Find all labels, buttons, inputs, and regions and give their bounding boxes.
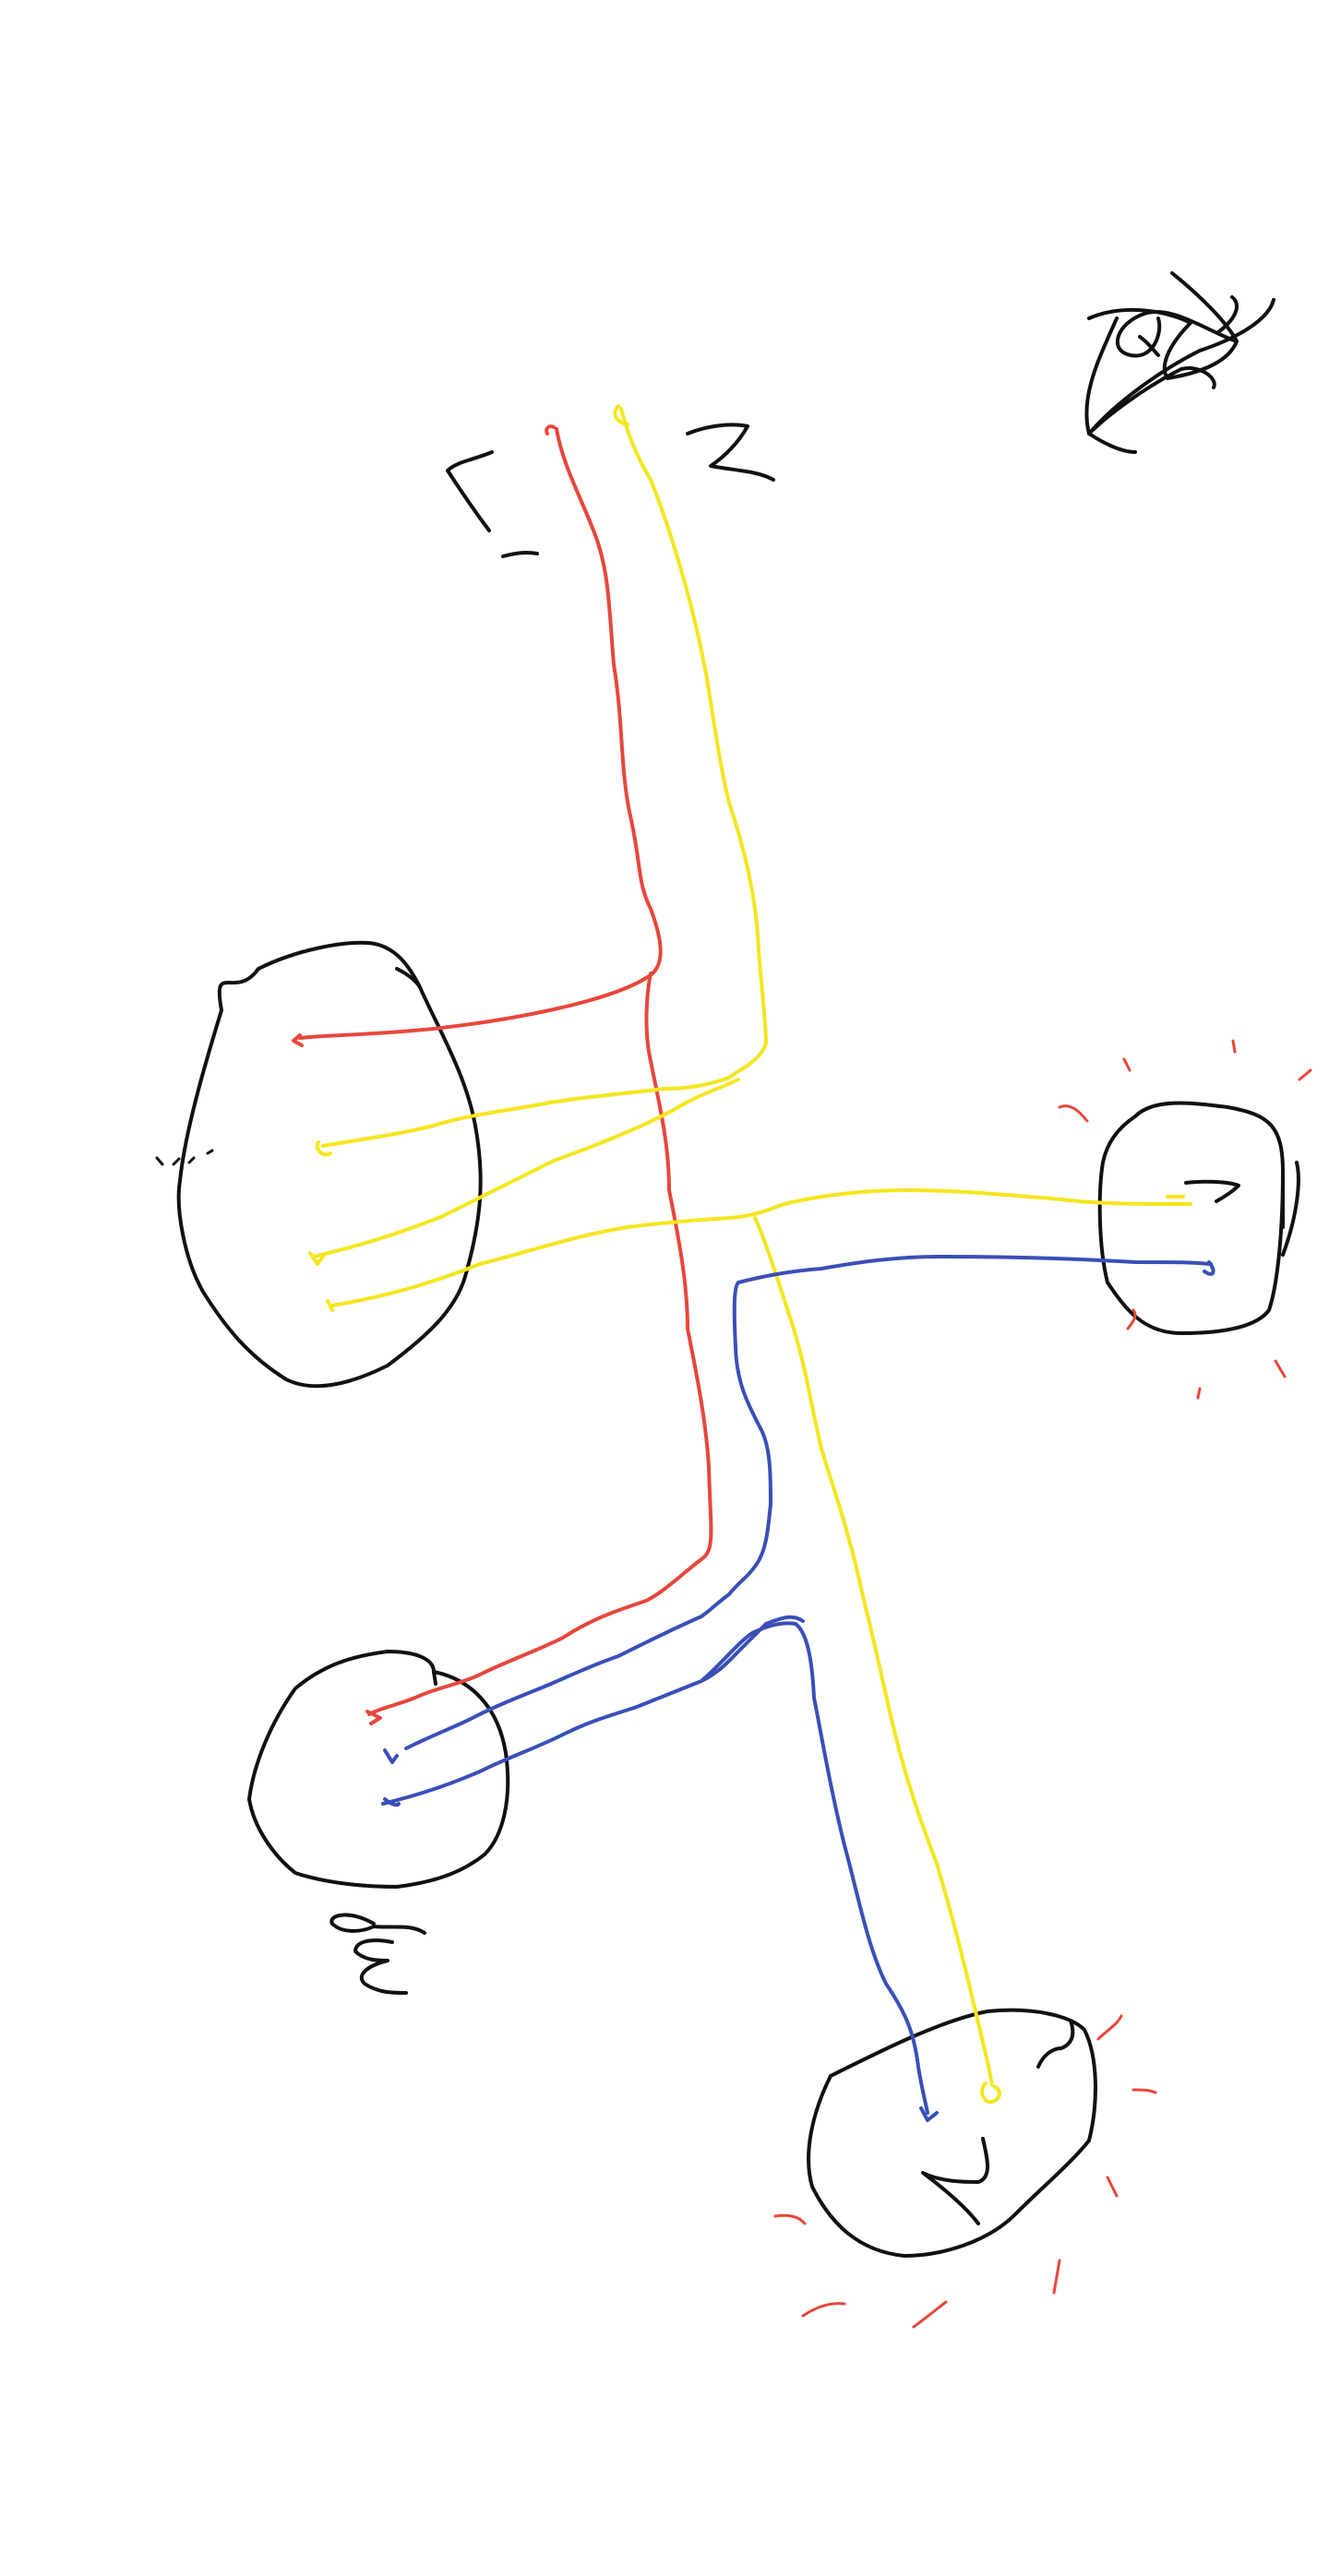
wire-neutral <box>381 1255 1215 2122</box>
light-top-right <box>1058 1039 1312 1400</box>
label-glyph-left <box>446 450 539 558</box>
wire-switched <box>308 404 1192 2105</box>
light-bottom <box>773 2008 1157 2329</box>
label-glyph-right <box>686 423 775 482</box>
wire-live <box>292 424 713 1725</box>
scribble-mark-icon <box>1084 271 1275 454</box>
spark-mark <box>155 1149 214 1166</box>
switch-bottom-left <box>247 1650 510 1995</box>
junction-box <box>176 940 483 1389</box>
